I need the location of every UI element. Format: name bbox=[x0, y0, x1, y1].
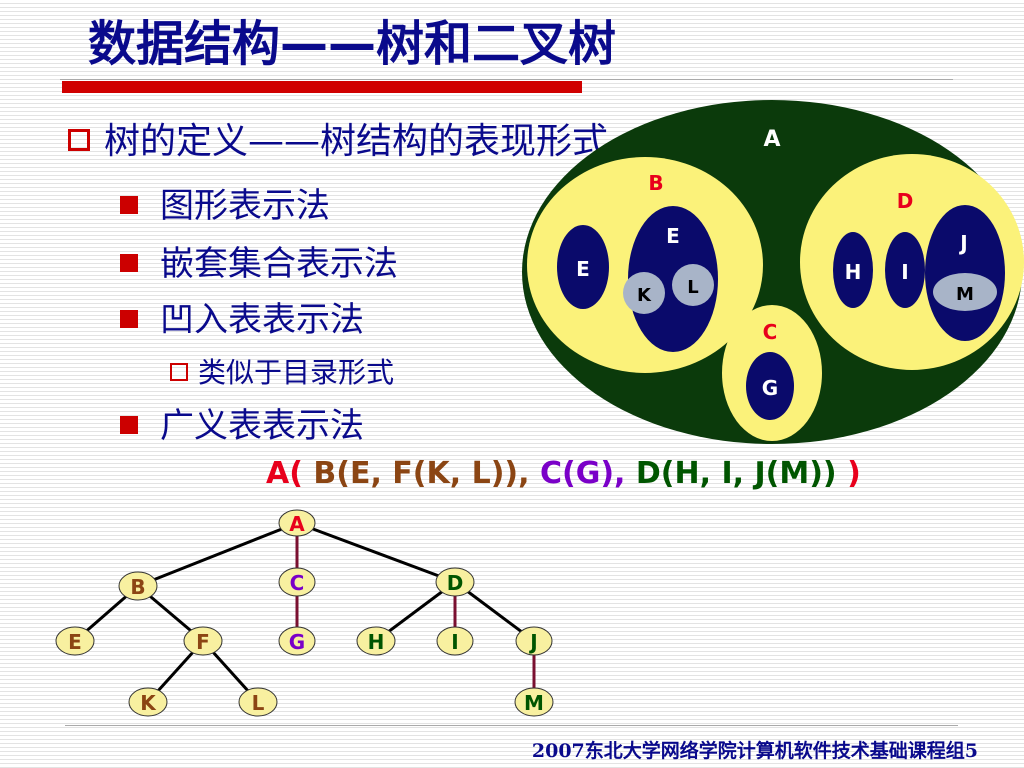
node-a-shape bbox=[278, 509, 316, 537]
solid-square-bullet-icon bbox=[120, 253, 138, 272]
tree-node-a: A bbox=[278, 509, 316, 537]
node-j-shape bbox=[515, 626, 553, 656]
tree-node-k: K bbox=[128, 687, 168, 717]
hollow-square-bullet-icon bbox=[68, 129, 90, 151]
node-m-shape bbox=[514, 687, 554, 717]
node-e-shape bbox=[55, 626, 95, 656]
node-h-label: H bbox=[368, 630, 385, 654]
edge-a-b bbox=[137, 521, 298, 588]
slide-footer: 2007东北大学网络学院计算机软件技术基础课程组5 bbox=[531, 740, 978, 762]
tree-node-e: E bbox=[55, 626, 95, 656]
bullet-text: 嵌套集合表示法 bbox=[160, 244, 398, 284]
solid-square-bullet-icon bbox=[120, 309, 138, 328]
tree-node-g: G bbox=[278, 626, 316, 656]
tree-node-i: I bbox=[436, 626, 474, 656]
set-d-label: D bbox=[897, 189, 914, 213]
set-e-label: E bbox=[576, 257, 590, 281]
solid-square-bullet-icon bbox=[120, 415, 138, 434]
set-c-label: C bbox=[763, 320, 778, 344]
node-m-label: M bbox=[524, 691, 544, 715]
bullet-directory-form: 类似于目录形式 bbox=[170, 356, 394, 390]
tree-edges bbox=[74, 521, 535, 704]
node-i-shape bbox=[436, 626, 474, 656]
set-i-ellipse bbox=[885, 232, 925, 308]
tree-node-b: B bbox=[118, 571, 158, 601]
node-i-label: I bbox=[451, 630, 458, 654]
node-g-label: G bbox=[289, 630, 305, 654]
set-j-label: J bbox=[958, 231, 967, 255]
set-a-label: A bbox=[763, 127, 780, 152]
genlist-d: D(H, I, J(M)) bbox=[635, 456, 837, 491]
node-k-shape bbox=[128, 687, 168, 717]
set-m-ellipse bbox=[933, 273, 997, 311]
tree-node-l: L bbox=[238, 687, 278, 717]
tree-node-c: C bbox=[278, 567, 316, 597]
node-b-label: B bbox=[130, 575, 145, 599]
set-l-circle bbox=[672, 264, 714, 306]
bullet-nested-set-method: 嵌套集合表示法 bbox=[120, 244, 398, 284]
title-divider bbox=[60, 79, 953, 80]
set-h-label: H bbox=[845, 260, 862, 284]
node-d-shape bbox=[435, 567, 475, 597]
set-f-label: E bbox=[666, 224, 680, 248]
bullet-text: 凹入表表示法 bbox=[160, 300, 364, 340]
set-g-ellipse bbox=[746, 352, 794, 420]
node-g-shape bbox=[278, 626, 316, 656]
set-l-label: L bbox=[687, 277, 698, 298]
node-e-label: E bbox=[68, 630, 82, 654]
solid-square-bullet-icon bbox=[120, 195, 138, 214]
node-a-label: A bbox=[289, 512, 305, 536]
set-g-label: G bbox=[762, 376, 778, 400]
generalized-list-expression: A( B(E, F(K, L)), C(G), D(H, I, J(M)) ) bbox=[266, 454, 861, 494]
page-title: 数据结构——树和二叉树 bbox=[88, 16, 617, 72]
node-f-shape bbox=[183, 626, 223, 656]
hollow-square-bullet-icon bbox=[170, 363, 188, 381]
bullet-tree-definition: 树的定义——树结构的表现形式 bbox=[68, 120, 608, 164]
genlist-root: A( bbox=[266, 456, 303, 491]
node-l-label: L bbox=[252, 691, 265, 715]
tree-node-j: J bbox=[515, 626, 553, 656]
genlist-b: B(E, F(K, L)), bbox=[313, 456, 530, 491]
set-k-label: K bbox=[637, 285, 652, 306]
genlist-close: ) bbox=[847, 456, 861, 491]
set-k-circle bbox=[623, 272, 665, 314]
node-l-shape bbox=[238, 687, 278, 717]
node-c-label: C bbox=[290, 571, 305, 595]
edge-a-d bbox=[296, 521, 456, 584]
node-f-label: F bbox=[196, 630, 210, 654]
set-e-ellipse bbox=[557, 225, 609, 309]
bullet-text: 图形表示法 bbox=[160, 186, 330, 226]
bullet-indent-method: 凹入表表示法 bbox=[120, 300, 364, 340]
node-h-shape bbox=[356, 626, 396, 656]
tree-node-h: H bbox=[356, 626, 396, 656]
genlist-c: C(G), bbox=[539, 456, 626, 491]
node-j-label: J bbox=[528, 630, 537, 654]
tree-node-d: D bbox=[435, 567, 475, 597]
node-d-label: D bbox=[447, 571, 464, 595]
set-m-label: M bbox=[956, 284, 974, 305]
tree-node-f: F bbox=[183, 626, 223, 656]
bullet-text: 广义表表示法 bbox=[160, 406, 364, 446]
set-i-label: I bbox=[901, 260, 908, 284]
tree-node-m: M bbox=[514, 687, 554, 717]
set-b-label: B bbox=[648, 171, 663, 195]
bullet-text: 类似于目录形式 bbox=[198, 356, 395, 389]
node-k-label: K bbox=[140, 691, 157, 715]
bullet-text: 树的定义——树结构的表现形式 bbox=[104, 121, 609, 162]
bullet-graphic-method: 图形表示法 bbox=[120, 186, 330, 226]
node-c-shape bbox=[278, 567, 316, 597]
footer-divider bbox=[65, 725, 958, 726]
node-b-shape bbox=[118, 571, 158, 601]
title-accent-bar bbox=[62, 81, 582, 93]
set-h-ellipse bbox=[833, 232, 873, 308]
bullet-generalized-list-method: 广义表表示法 bbox=[120, 406, 364, 446]
